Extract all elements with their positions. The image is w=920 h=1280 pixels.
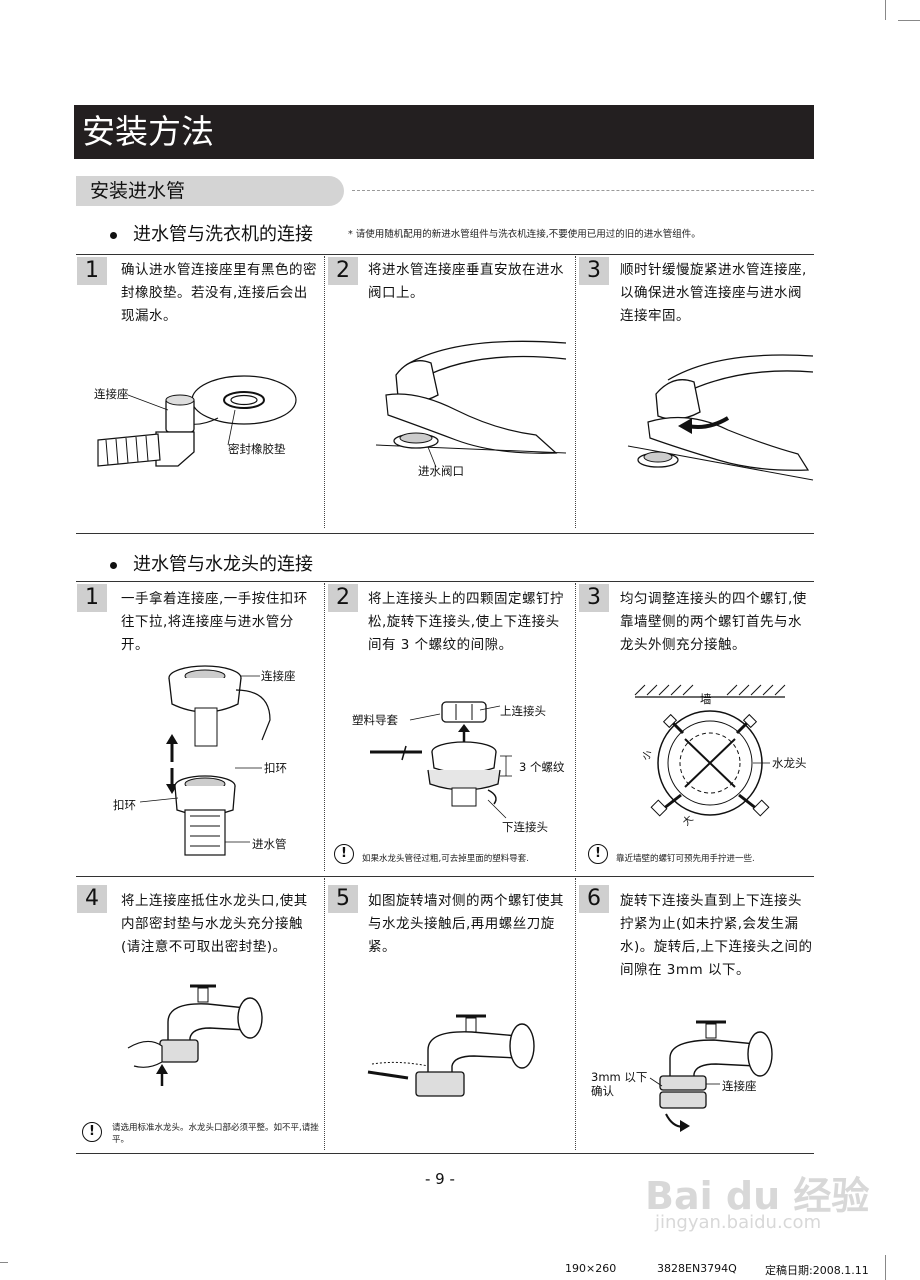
caution-text: 请选用标准水龙头。水龙头口部必须平整。如不平,请挫平。 <box>112 1123 319 1145</box>
crop-mark <box>885 1255 886 1280</box>
step-number: 2 <box>328 584 358 612</box>
caution-icon: ! <box>82 1122 102 1142</box>
label-clasp-ring: 扣环 <box>264 761 287 775</box>
step-number: 6 <box>579 885 609 913</box>
step-number: 4 <box>77 885 107 913</box>
section-divider <box>352 190 814 191</box>
label-inlet-hose: 进水管 <box>252 837 287 851</box>
footer-size: 190×260 <box>565 1262 617 1275</box>
step-number: 1 <box>77 257 107 285</box>
caution-text: 靠近墙壁的螺钉可预先用手拧进一些. <box>616 854 755 864</box>
divider <box>76 533 814 534</box>
step-number: 3 <box>579 584 609 612</box>
step-text: 旋转下连接头直到上下连接头拧紧为止(如未拧紧,会发生漏水)。旋转后,上下连接头之… <box>620 893 813 978</box>
screwdriver-tighten-illustration <box>367 1014 535 1097</box>
part2-heading-text: 进水管与水龙头的连接 <box>133 554 313 575</box>
caution-text: 如果水龙头管径过粗,可去掉里面的塑料导套. <box>362 854 529 864</box>
faucet-attach-illustration <box>127 984 263 1086</box>
step-text: 均匀调整连接头的四个螺钉,使靠墙壁侧的两个螺钉首先与水龙头外侧充分接触。 <box>620 591 807 653</box>
footer-code: 3828EN3794Q <box>657 1262 737 1275</box>
step-text: 将进水管连接座垂直安放在进水阀口上。 <box>368 262 564 301</box>
label-lower-connector: 下连接头 <box>502 820 548 834</box>
part1-heading-text: 进水管与洗衣机的连接 <box>133 224 313 245</box>
label-connector-seat: 连接座 <box>94 387 129 401</box>
caution-icon: ! <box>334 844 354 864</box>
watermark-logo: Bai du 经验 <box>645 1174 870 1218</box>
hose-connector-illustration <box>97 375 297 467</box>
part1-note: * 请使用随机配用的新进水管组件与洗衣机连接,不要使用已用过的旧的进水管组件。 <box>348 229 701 240</box>
label-inlet-valve: 进水阀口 <box>418 464 464 478</box>
step-text: 将上连接头上的四颗固定螺钉拧松,旋转下连接头,使上下连接头间有 3 个螺纹的间隙… <box>368 591 564 653</box>
page-title: 安装方法 <box>74 105 814 159</box>
part1-heading: 进水管与洗衣机的连接 <box>110 220 313 246</box>
column-divider <box>324 878 325 1150</box>
label-wall: 墙 <box>700 692 712 706</box>
divider <box>76 581 814 582</box>
bullet-icon <box>110 561 117 569</box>
divider <box>76 876 814 877</box>
label-connector-seat: 连接座 <box>261 669 296 683</box>
upper-lower-connector-illustration <box>370 701 512 819</box>
page-number: - 9 - <box>425 1170 455 1188</box>
separate-connector-illustration <box>139 665 271 856</box>
divider <box>76 1153 814 1154</box>
watermark-url: jingyan.baidu.com <box>655 1212 822 1233</box>
caution-icon: ! <box>588 844 608 864</box>
label-upper-connector: 上连接头 <box>500 704 546 718</box>
column-divider <box>575 583 576 871</box>
section-title: 安装进水管 <box>76 176 344 206</box>
bullet-icon <box>110 231 117 239</box>
label-3mm-check: 3mm 以下确认 <box>591 1070 648 1098</box>
part2-heading: 进水管与水龙头的连接 <box>110 550 313 576</box>
footer-date: 定稿日期:2008.1.11 <box>765 1264 869 1277</box>
divider <box>76 254 814 255</box>
step-text: 确认进水管连接座里有黑色的密封橡胶垫。若没有,连接后会出现漏水。 <box>121 262 317 324</box>
crop-mark <box>885 0 886 20</box>
column-divider <box>575 256 576 528</box>
label-faucet: 水龙头 <box>772 756 807 770</box>
label-clasp-ring: 扣环 <box>113 798 136 812</box>
step-text: 如图旋转墙对侧的两个螺钉使其与水龙头接触后,再用螺丝刀旋紧。 <box>368 893 564 955</box>
column-divider <box>324 583 325 871</box>
tighten-clockwise-illustration <box>627 354 814 481</box>
inlet-valve-illustration <box>375 340 567 468</box>
step-text: 顺时针缓慢旋紧进水管连接座,以确保进水管连接座与进水阀连接牢固。 <box>620 262 807 324</box>
step-text: 将上连接座抵住水龙头口,使其内部密封垫与水龙头充分接触(请注意不可取出密封垫)。 <box>121 893 308 955</box>
label-plastic-sleeve: 塑料导套 <box>352 713 398 727</box>
column-divider <box>575 878 576 1150</box>
step-number: 3 <box>579 257 609 285</box>
crop-mark <box>898 20 920 21</box>
step-number: 1 <box>77 584 107 612</box>
column-divider <box>324 256 325 528</box>
label-connector-seat: 连接座 <box>722 1079 757 1093</box>
wall-screws-illustration <box>634 684 786 817</box>
label-rubber-gasket: 密封橡胶垫 <box>228 442 286 456</box>
step-number: 2 <box>328 257 358 285</box>
step-text: 一手拿着连接座,一手按住扣环往下拉,将连接座与进水管分开。 <box>121 591 308 653</box>
crop-mark <box>0 1262 8 1263</box>
label-three-threads: 3 个螺纹 <box>519 760 565 774</box>
step-number: 5 <box>328 885 358 913</box>
final-tighten-illustration <box>649 1020 773 1132</box>
